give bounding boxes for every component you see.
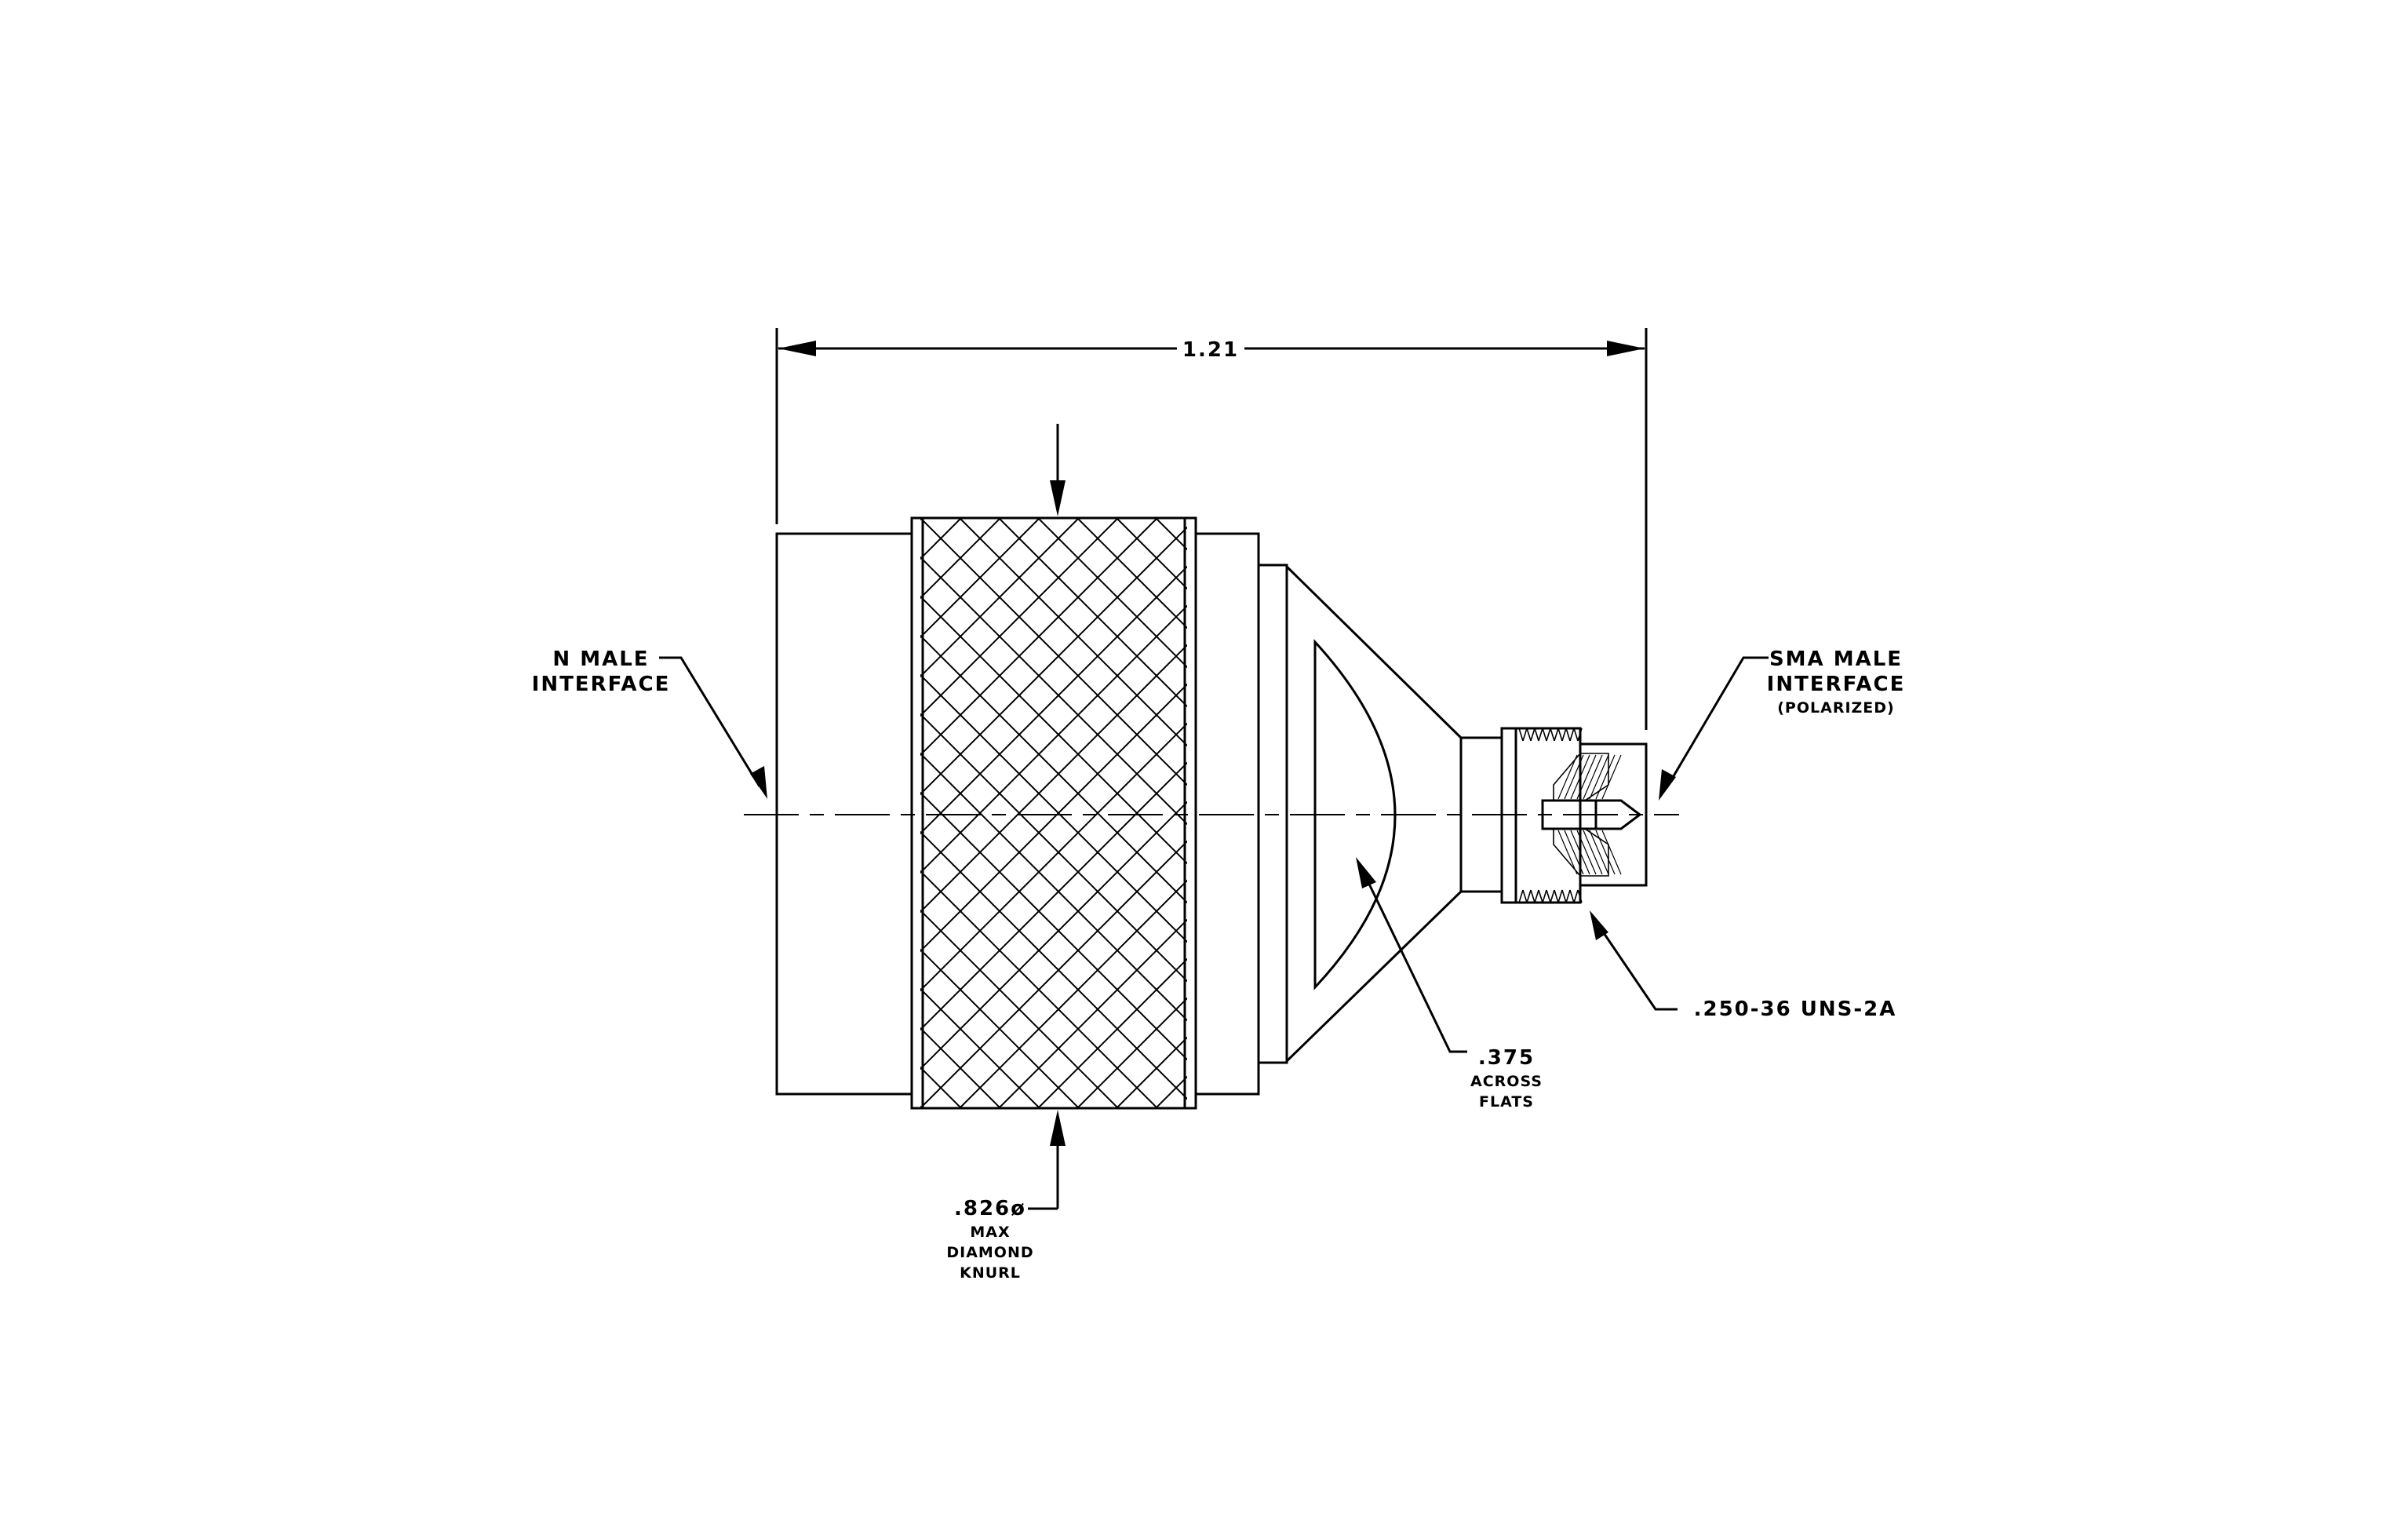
overall-length-dimension: 1.21 <box>775 328 1648 730</box>
hex-across-label: ACROSS <box>1470 1073 1543 1090</box>
knurl-knurl-label: KNURL <box>960 1264 1021 1282</box>
hex-callout: .375 ACROSS FLATS <box>1356 857 1543 1111</box>
taper-hex-body <box>1285 565 1463 1063</box>
knurl-value-label: .826ø <box>954 1197 1026 1220</box>
sma-male-line3: (POLARIZED) <box>1777 699 1894 717</box>
diamond-knurl-pattern <box>920 518 1187 1108</box>
knurl-diamond-label: DIAMOND <box>946 1244 1033 1261</box>
sma-male-line1: SMA MALE <box>1769 647 1903 671</box>
n-male-line1: N MALE <box>552 647 649 671</box>
knurl-diameter-dimension: .826ø MAX DIAMOND KNURL <box>946 424 1066 1282</box>
thread-callout: .250-36 UNS-2A <box>1590 910 1897 1021</box>
n-male-line2: INTERFACE <box>532 673 671 696</box>
overall-length-label: 1.21 <box>1182 338 1239 362</box>
hex-value-label: .375 <box>1478 1046 1535 1070</box>
hex-flats-label: FLATS <box>1479 1093 1534 1111</box>
n-male-callout: N MALE INTERFACE <box>532 647 767 799</box>
sma-male-callout: SMA MALE INTERFACE (POLARIZED) <box>1659 647 1906 801</box>
coupling-nut <box>910 516 1197 1110</box>
sma-male-line2: INTERFACE <box>1767 673 1906 696</box>
knurl-max-label: MAX <box>970 1224 1010 1241</box>
thread-label: .250-36 UNS-2A <box>1694 998 1897 1021</box>
